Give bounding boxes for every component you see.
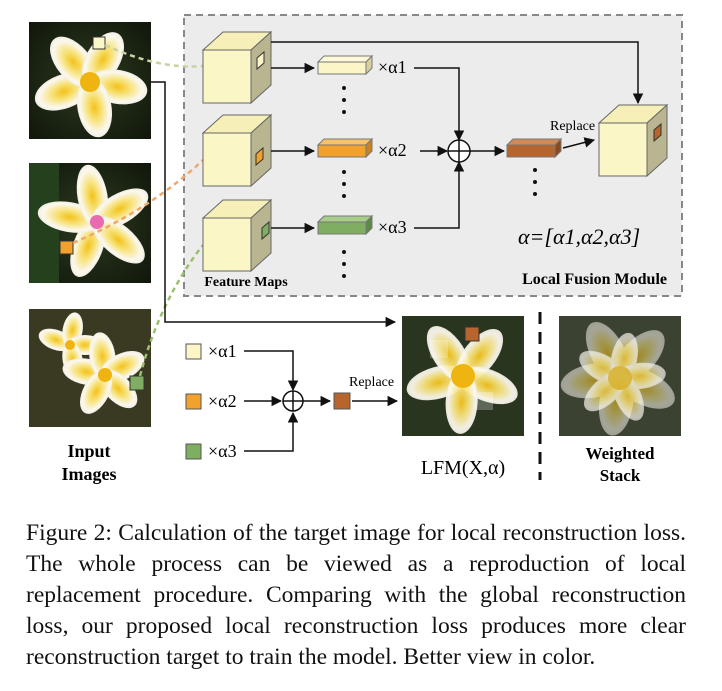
weighted-stack-label-line2: Stack (600, 466, 641, 485)
weighted-stack-label-line1: Weighted (586, 444, 655, 463)
feature-bar-2 (316, 137, 374, 159)
multiplier-3: ×α3 (378, 217, 407, 237)
lower-line-3 (244, 411, 299, 452)
lfm-output-image (402, 316, 524, 436)
skip-line (151, 81, 397, 328)
connector-patch-1 (104, 43, 204, 68)
feature-bar-1 (316, 54, 374, 76)
input-image-3 (29, 309, 151, 427)
feature-cube-1 (201, 30, 273, 105)
patch-3-marker (129, 375, 145, 391)
multiplier-1: ×α1 (378, 57, 407, 77)
alpha-vector: α=[α1,α2,α3] (518, 224, 640, 249)
input-images-label-line1: Input (67, 441, 110, 461)
input-image-2 (29, 163, 151, 283)
line-bar3-sum (414, 160, 465, 229)
lower-multiplier-1: ×α1 (208, 341, 237, 361)
feature-bar-3 (316, 214, 374, 236)
multiplier-2: ×α2 (378, 140, 407, 160)
legend-patch-3 (185, 443, 202, 460)
lower-multiplier-3: ×α3 (208, 441, 237, 461)
sum-circle-top (447, 139, 471, 163)
ellipsis-dots-bars (342, 86, 537, 278)
replace-label-top: Replace (550, 119, 595, 134)
local-fusion-module-label: Local Fusion Module (522, 271, 667, 288)
input-images-label-line2: Images (62, 464, 117, 484)
fused-bar (505, 137, 563, 159)
replace-label-bottom: Replace (349, 375, 394, 390)
arrow-cube1-output (271, 41, 644, 105)
legend-patch-1 (185, 343, 202, 360)
output-cube (597, 103, 669, 178)
legend-patch-2 (185, 393, 202, 410)
feature-cube-3 (201, 198, 273, 273)
connector-patch-2 (72, 159, 204, 245)
figure-diagram: Input Images Feature Maps (29, 14, 683, 485)
lower-line-1 (244, 350, 299, 392)
lfm-fused-patch (464, 326, 480, 342)
figure-caption: Figure 2: Calculation of the target imag… (26, 520, 686, 670)
lfm-output-label: LFM(X,α) (421, 457, 505, 479)
connector-patch-3 (138, 244, 204, 377)
lower-fused-patch (333, 392, 351, 410)
patch-2-marker (59, 240, 74, 255)
feature-cube-2 (201, 113, 273, 188)
arrow-fused-output (562, 137, 596, 149)
input-image-1 (29, 22, 151, 139)
feature-maps-label: Feature Maps (204, 275, 288, 290)
weighted-stack-image (559, 316, 681, 436)
patch-1-marker (92, 36, 106, 50)
sum-circle-bottom (282, 390, 304, 412)
line-bar1-sum (414, 67, 465, 142)
lower-multiplier-2: ×α2 (208, 391, 237, 411)
